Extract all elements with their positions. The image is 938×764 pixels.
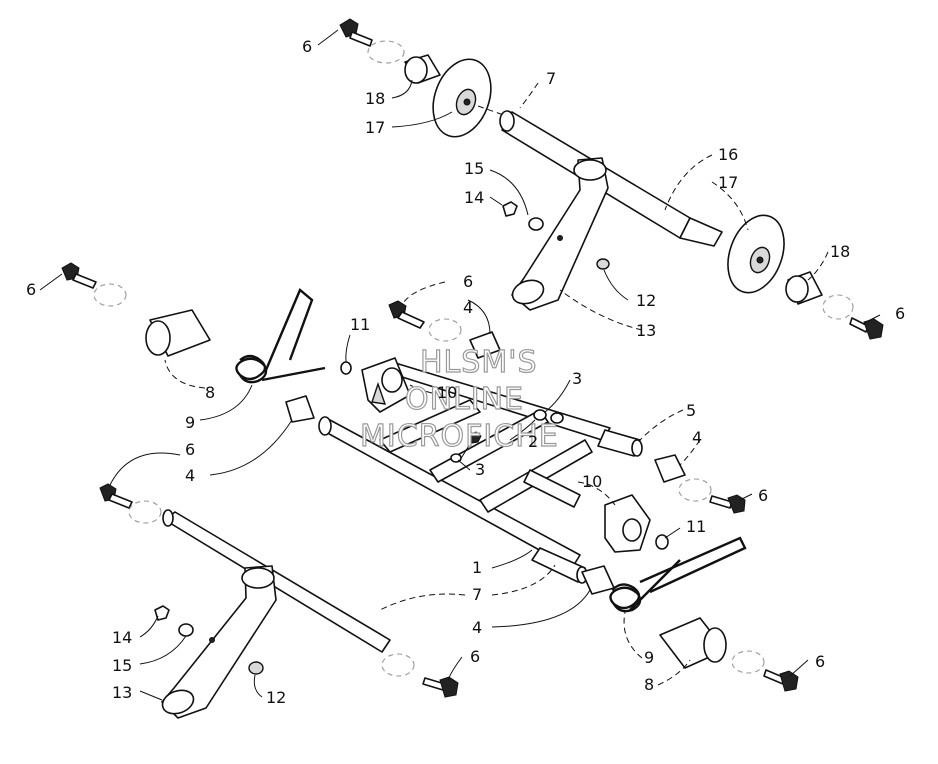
bolt-top <box>339 18 373 47</box>
callout-18: 18 <box>365 89 385 108</box>
callout-12: 12 <box>266 688 286 707</box>
callout-4: 4 <box>463 298 473 317</box>
callout-9: 9 <box>644 648 654 667</box>
leader-lines <box>39 29 881 701</box>
bushing-top <box>404 54 441 84</box>
watermark-line-3: MICROFICHE <box>360 419 559 454</box>
bolt-right-mid <box>709 494 746 514</box>
washer-ghost <box>367 40 405 64</box>
block-10-bottom <box>604 494 651 553</box>
callout-6: 6 <box>895 304 905 323</box>
callout-7: 7 <box>472 585 482 604</box>
clip-11-bottom <box>655 534 669 550</box>
callout-10: 10 <box>582 472 602 491</box>
bushing-4-right <box>654 454 686 483</box>
idler-wheel-top <box>432 58 492 138</box>
right-spring-group <box>581 536 799 692</box>
callout-1: 1 <box>472 558 482 577</box>
callout-16: 16 <box>718 145 738 164</box>
callout-15: 15 <box>112 656 132 675</box>
callout-10: 10 <box>437 383 457 402</box>
callout-7: 7 <box>546 69 556 88</box>
bottom-arm-assembly <box>99 483 459 719</box>
bolt-center <box>388 300 501 359</box>
arm-top <box>511 157 609 311</box>
block-10-top <box>361 357 411 413</box>
callout-8: 8 <box>644 675 654 694</box>
callout-6: 6 <box>26 280 36 299</box>
callout-labels: 6 18 17 7 16 17 15 14 18 12 13 6 6 6 4 1… <box>26 37 905 707</box>
callout-4: 4 <box>692 428 702 447</box>
watermark-line-2: ONLINE <box>405 382 524 417</box>
top-arm-assembly <box>339 18 884 340</box>
callout-17: 17 <box>718 173 738 192</box>
bolt-right-top <box>849 317 884 340</box>
callout-4: 4 <box>185 466 195 485</box>
callout-11: 11 <box>686 517 706 536</box>
bushing-4-bottom <box>581 565 615 595</box>
callout-2: 2 <box>528 432 538 451</box>
callout-6: 6 <box>815 652 825 671</box>
nut-12-top <box>596 258 610 270</box>
callout-6: 6 <box>185 440 195 459</box>
callout-14: 14 <box>464 188 484 207</box>
callout-14: 14 <box>112 628 132 647</box>
callout-15: 15 <box>464 159 484 178</box>
callout-13: 13 <box>112 683 132 702</box>
clip-11-top <box>340 361 352 375</box>
callout-9: 9 <box>185 413 195 432</box>
center-frame <box>318 361 643 584</box>
callout-3: 3 <box>475 460 485 479</box>
callout-6: 6 <box>470 647 480 666</box>
watermark-line-1: HLSM'S <box>420 345 538 380</box>
left-spring-group <box>61 262 326 423</box>
bushing-right <box>785 271 823 305</box>
bolt-14-top <box>502 201 544 231</box>
callout-6: 6 <box>758 486 768 505</box>
callout-5: 5 <box>686 401 696 420</box>
idler-wheel-right <box>727 214 785 294</box>
callout-13: 13 <box>636 321 656 340</box>
watermark: HLSM'S ONLINE MICROFICHE <box>359 344 559 454</box>
callout-3: 3 <box>572 369 582 388</box>
callout-12: 12 <box>636 291 656 310</box>
callout-6: 6 <box>302 37 312 56</box>
callout-18: 18 <box>830 242 850 261</box>
callout-17: 17 <box>365 118 385 137</box>
bolt-2 <box>469 431 482 444</box>
callout-4: 4 <box>472 618 482 637</box>
callout-8: 8 <box>205 383 215 402</box>
callout-6: 6 <box>463 272 473 291</box>
washer-ghost <box>822 294 854 320</box>
callout-11: 11 <box>350 315 370 334</box>
